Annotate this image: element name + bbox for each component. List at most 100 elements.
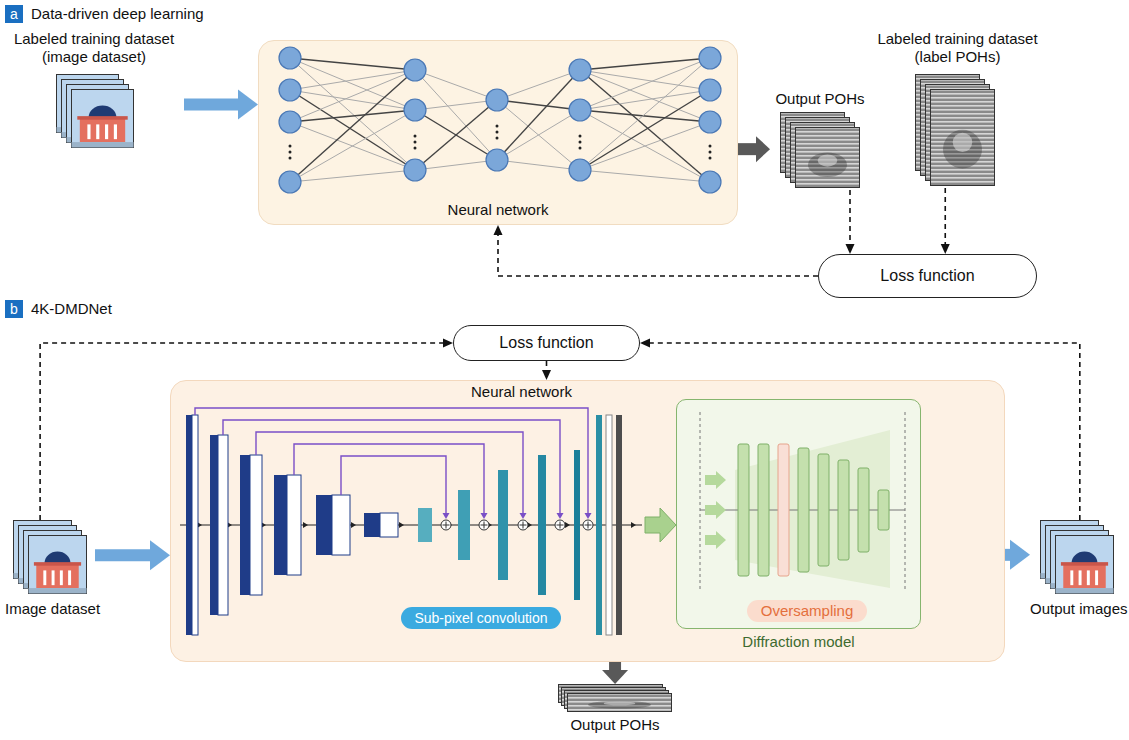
stack-layer <box>931 90 995 186</box>
arrow-head <box>1010 540 1030 570</box>
network-link <box>580 90 710 110</box>
label-text: Sub-pixel convolution <box>401 607 561 629</box>
network-link <box>497 70 580 160</box>
decoder-bar <box>458 490 470 560</box>
output-bar <box>616 415 622 635</box>
hologram-light <box>604 702 636 706</box>
image-frame <box>29 536 87 594</box>
label-text: Output images <box>1030 600 1124 618</box>
connector-line <box>40 343 444 520</box>
skip-head <box>520 513 527 519</box>
connector-line <box>498 234 818 276</box>
cornice <box>77 116 127 120</box>
network-layer <box>818 454 829 566</box>
window <box>68 570 71 585</box>
network-link <box>580 58 710 170</box>
network-link <box>497 110 580 160</box>
arrow-head <box>238 89 258 119</box>
label-text: Labeled training dataset (label POHs) <box>870 30 1045 66</box>
label-text: Output POHs <box>770 90 870 108</box>
skip-head <box>481 513 488 519</box>
hologram-frame <box>931 90 995 186</box>
network-link <box>415 100 497 170</box>
network-link <box>497 100 580 110</box>
flow-head <box>447 522 452 528</box>
ellipsis-dot <box>579 141 582 144</box>
plane-line <box>905 412 906 590</box>
neuron <box>569 159 591 181</box>
network-link <box>580 58 710 70</box>
arrow-head <box>756 136 770 162</box>
label-text: Loss function <box>454 326 639 359</box>
encoder-bar <box>274 475 287 575</box>
neuron <box>699 111 721 133</box>
network-link <box>497 160 580 170</box>
network-link <box>290 58 415 170</box>
network-panel: Neural networkSub-pixel convolutionDiffr… <box>170 380 1005 662</box>
dataset-stack: Image dataset <box>5 520 95 630</box>
neuron <box>569 59 591 81</box>
sum-symbol <box>443 522 450 529</box>
network-layer <box>738 444 749 576</box>
input-chevron <box>705 531 726 549</box>
arrow-head <box>602 670 628 684</box>
network-link <box>497 100 580 170</box>
arrow-head <box>846 244 855 254</box>
network-link <box>580 70 710 122</box>
decoder-bar <box>538 455 546 595</box>
encoder-bar <box>210 435 218 615</box>
skip-connection <box>256 432 523 514</box>
connector-line <box>1005 549 1011 561</box>
ellipsis-dot <box>579 147 582 150</box>
ellipsis-dot <box>414 147 417 150</box>
ellipsis-dot <box>289 145 292 148</box>
network-link <box>290 90 415 170</box>
neuron <box>404 59 426 81</box>
image-frame <box>72 90 134 148</box>
arrow-head <box>941 244 950 254</box>
neuron <box>279 171 301 193</box>
flow-head <box>261 522 266 528</box>
dome <box>1072 552 1098 564</box>
encoder-bar <box>240 455 250 595</box>
input-chevron <box>705 501 726 519</box>
network-link <box>290 58 415 70</box>
window <box>1095 570 1098 585</box>
connector-line <box>649 343 1080 520</box>
ellipsis-dot <box>496 137 499 140</box>
connector <box>494 225 819 276</box>
encoder-bar <box>287 475 301 575</box>
loss-box: Loss function <box>453 325 640 361</box>
label-text: Labeled training dataset (image dataset) <box>4 30 184 66</box>
window <box>1070 570 1073 585</box>
network-panel: Neural network <box>258 40 738 225</box>
sum-symbol <box>583 520 593 530</box>
neuron <box>699 79 721 101</box>
ground <box>1056 588 1114 593</box>
ground <box>72 142 134 147</box>
cornice <box>34 562 81 566</box>
encoder-bar <box>380 513 398 537</box>
flow-head <box>631 522 636 528</box>
arrow-head <box>150 540 170 570</box>
network-link <box>497 70 580 100</box>
flow-head <box>197 522 202 528</box>
hologram-shade <box>943 130 982 169</box>
label-text: Neural network <box>259 201 737 218</box>
skip-connection <box>195 408 588 514</box>
network-link <box>415 110 497 160</box>
encoder-bar <box>316 495 332 555</box>
stack-layer <box>796 128 860 188</box>
network-link <box>580 170 710 182</box>
building <box>1063 563 1105 588</box>
network-link <box>290 90 415 110</box>
dataset-stack: Output images <box>1030 520 1124 630</box>
label-text: Loss function <box>819 255 1036 296</box>
encoder-bar <box>250 455 262 595</box>
ellipsis-dot <box>289 157 292 160</box>
panel-badge: b <box>5 300 23 318</box>
neuron <box>404 99 426 121</box>
decoder-bar <box>574 450 580 600</box>
sum-symbol <box>518 520 528 530</box>
